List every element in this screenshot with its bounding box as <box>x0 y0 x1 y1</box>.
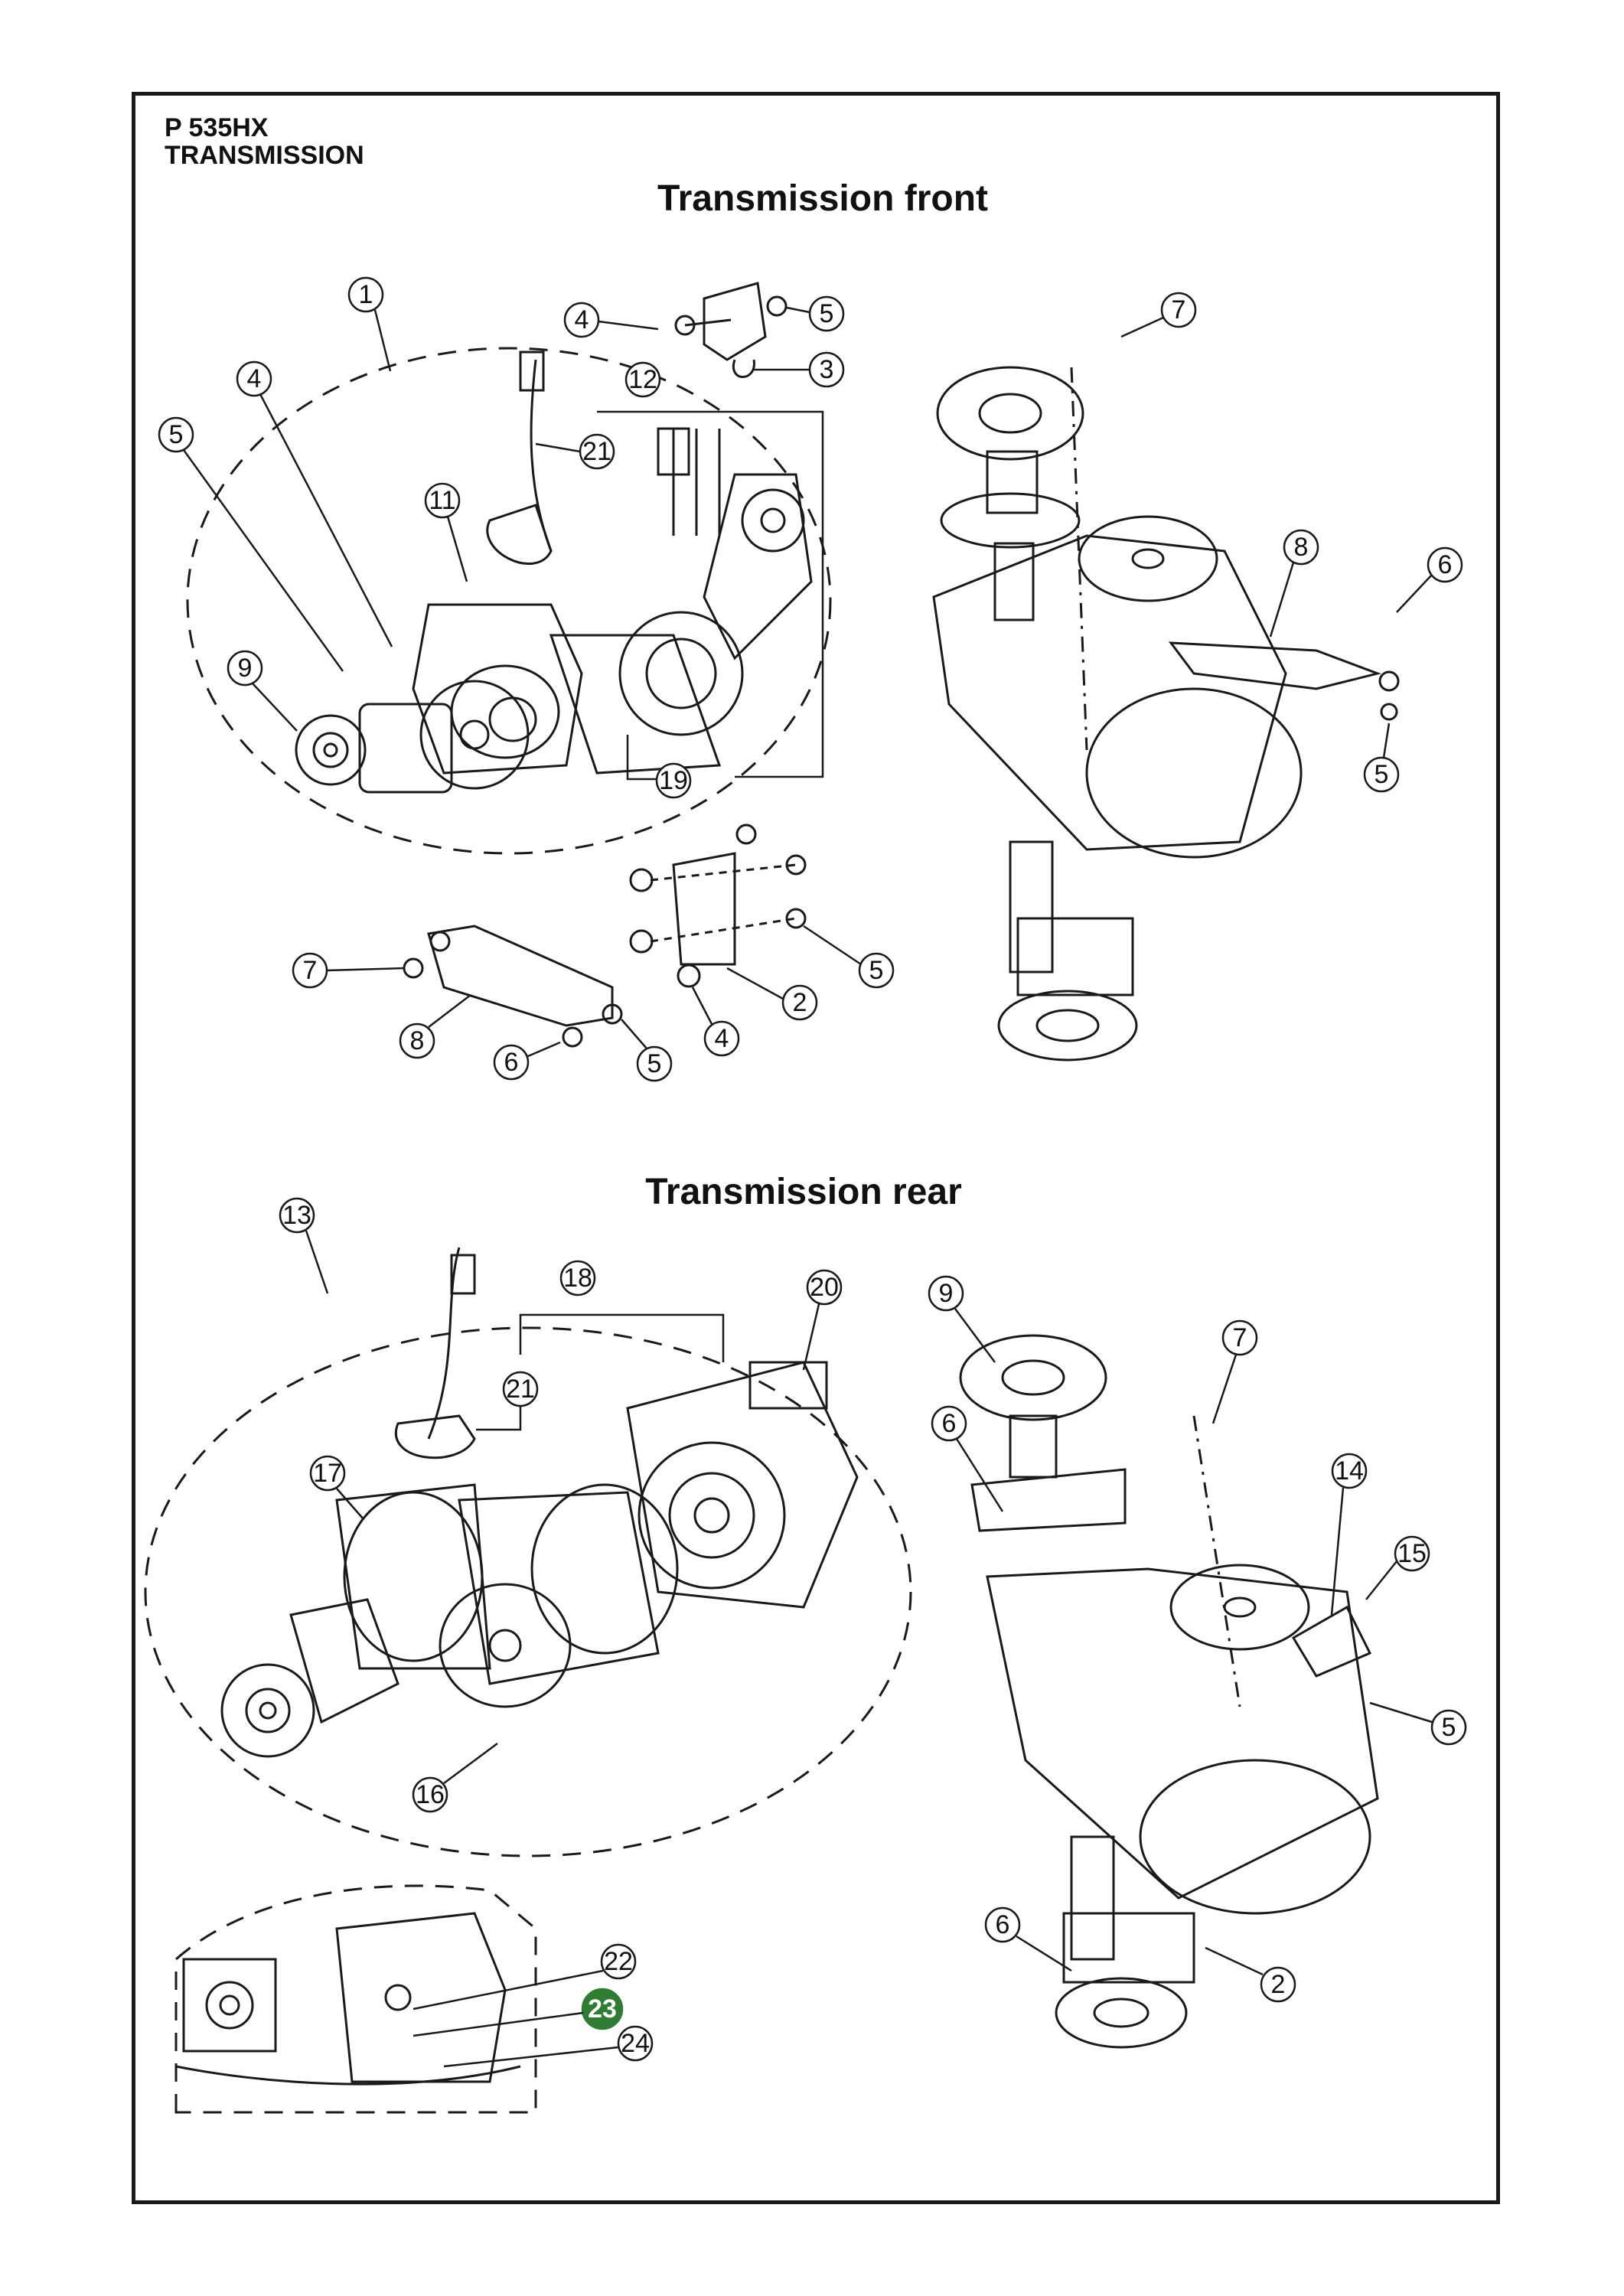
callout-9b: 9 <box>928 1275 996 1363</box>
callout-1: 1 <box>347 276 392 372</box>
callout-6c: 6 <box>931 1405 1004 1512</box>
front-upper-bracket <box>674 282 788 378</box>
callout-17: 17 <box>309 1455 364 1520</box>
front-lower-bracket <box>629 823 807 988</box>
callout-5b: 5 <box>158 416 344 672</box>
callout-14: 14 <box>1330 1453 1368 1616</box>
svg-text:8: 8 <box>1294 533 1309 562</box>
callout-5f: 5 <box>1369 1701 1467 1746</box>
model-label: P 535HX <box>165 113 269 142</box>
svg-text:9: 9 <box>939 1279 954 1308</box>
svg-text:9: 9 <box>238 654 253 683</box>
svg-text:19: 19 <box>659 766 688 795</box>
svg-text:2: 2 <box>793 988 807 1017</box>
callout-15: 15 <box>1365 1535 1430 1600</box>
svg-text:20: 20 <box>810 1273 839 1302</box>
svg-text:8: 8 <box>410 1026 425 1055</box>
callout-4b: 4 <box>236 360 393 647</box>
callout-8b: 8 <box>399 994 471 1059</box>
callout-21a: 21 <box>535 433 615 470</box>
rear-view-title: Transmission rear <box>645 1172 962 1212</box>
svg-text:4: 4 <box>247 364 262 393</box>
svg-text:15: 15 <box>1397 1539 1427 1568</box>
callout-5c: 5 <box>1363 722 1400 793</box>
callouts: 1 4 5 3 4 5 12 21 11 9 19 7 8 6 5 7 5 2 … <box>158 276 1467 2068</box>
svg-text:6: 6 <box>1438 550 1453 579</box>
front-view-title: Transmission front <box>657 178 989 219</box>
page-border <box>132 92 1500 2204</box>
callout-5d: 5 <box>803 925 895 989</box>
callout-5e: 5 <box>621 1019 673 1082</box>
callout-11: 11 <box>424 482 468 582</box>
svg-text:18: 18 <box>563 1264 592 1293</box>
svg-text:1: 1 <box>359 280 373 309</box>
detail-inset <box>174 1884 537 2114</box>
callout-7b: 7 <box>292 952 405 989</box>
callout-21b: 21 <box>476 1371 539 1431</box>
svg-text:6: 6 <box>996 1910 1010 1939</box>
callout-4c: 4 <box>691 987 740 1057</box>
callout-7a: 7 <box>1120 292 1197 338</box>
svg-text:5: 5 <box>647 1049 662 1078</box>
callout-24: 24 <box>443 2025 654 2068</box>
callout-9a: 9 <box>227 650 298 732</box>
svg-text:3: 3 <box>820 355 834 384</box>
svg-text:7: 7 <box>1172 295 1186 325</box>
svg-text:5: 5 <box>169 420 184 449</box>
svg-text:22: 22 <box>604 1947 633 1976</box>
svg-text:13: 13 <box>282 1201 311 1230</box>
callout-19: 19 <box>626 735 692 799</box>
callout-5a: 5 <box>786 295 845 332</box>
rear-assembly-boundary <box>144 1326 912 1857</box>
svg-text:4: 4 <box>575 305 589 334</box>
front-mount-bracket <box>403 925 623 1048</box>
section-label: TRANSMISSION <box>165 141 364 170</box>
svg-text:24: 24 <box>621 2029 650 2058</box>
svg-text:14: 14 <box>1335 1456 1364 1486</box>
svg-text:12: 12 <box>628 365 657 394</box>
callout-13: 13 <box>279 1197 329 1294</box>
callout-6a: 6 <box>1396 546 1463 613</box>
svg-text:23: 23 <box>588 1994 617 2024</box>
callout-7c: 7 <box>1211 1319 1258 1424</box>
svg-text:4: 4 <box>715 1024 729 1053</box>
svg-text:5: 5 <box>1375 760 1389 789</box>
rear-transmission-drawing <box>220 1247 859 1758</box>
svg-text:5: 5 <box>820 299 834 328</box>
svg-text:5: 5 <box>1442 1713 1456 1742</box>
front-assembly-boundary <box>186 347 832 855</box>
callout-6d: 6 <box>984 1906 1072 1972</box>
callout-16: 16 <box>412 1742 498 1813</box>
svg-text:2: 2 <box>1271 1970 1286 1999</box>
callout-2b: 2 <box>1205 1946 1296 2003</box>
svg-text:21: 21 <box>506 1375 535 1404</box>
svg-text:7: 7 <box>1233 1323 1247 1352</box>
svg-text:7: 7 <box>303 956 318 985</box>
svg-text:11: 11 <box>429 486 455 515</box>
callout-12: 12 <box>597 361 824 778</box>
svg-text:21: 21 <box>582 437 611 466</box>
svg-text:5: 5 <box>869 956 884 985</box>
rear-assembled-view <box>959 1334 1379 2049</box>
svg-text:16: 16 <box>416 1780 445 1809</box>
svg-text:17: 17 <box>313 1459 342 1488</box>
callout-3: 3 <box>754 351 845 388</box>
svg-text:6: 6 <box>942 1409 957 1438</box>
front-assembled-view <box>932 366 1400 1062</box>
callout-23: 23 <box>413 1988 624 2037</box>
callout-4a: 4 <box>563 302 659 338</box>
callout-22: 22 <box>413 1943 637 2011</box>
callout-20: 20 <box>802 1269 843 1371</box>
callout-8a: 8 <box>1269 529 1319 638</box>
front-transmission-drawing <box>295 351 813 794</box>
callout-18: 18 <box>519 1260 725 1362</box>
callout-6b: 6 <box>493 1041 561 1081</box>
svg-text:6: 6 <box>504 1048 519 1077</box>
callout-2a: 2 <box>726 967 818 1021</box>
